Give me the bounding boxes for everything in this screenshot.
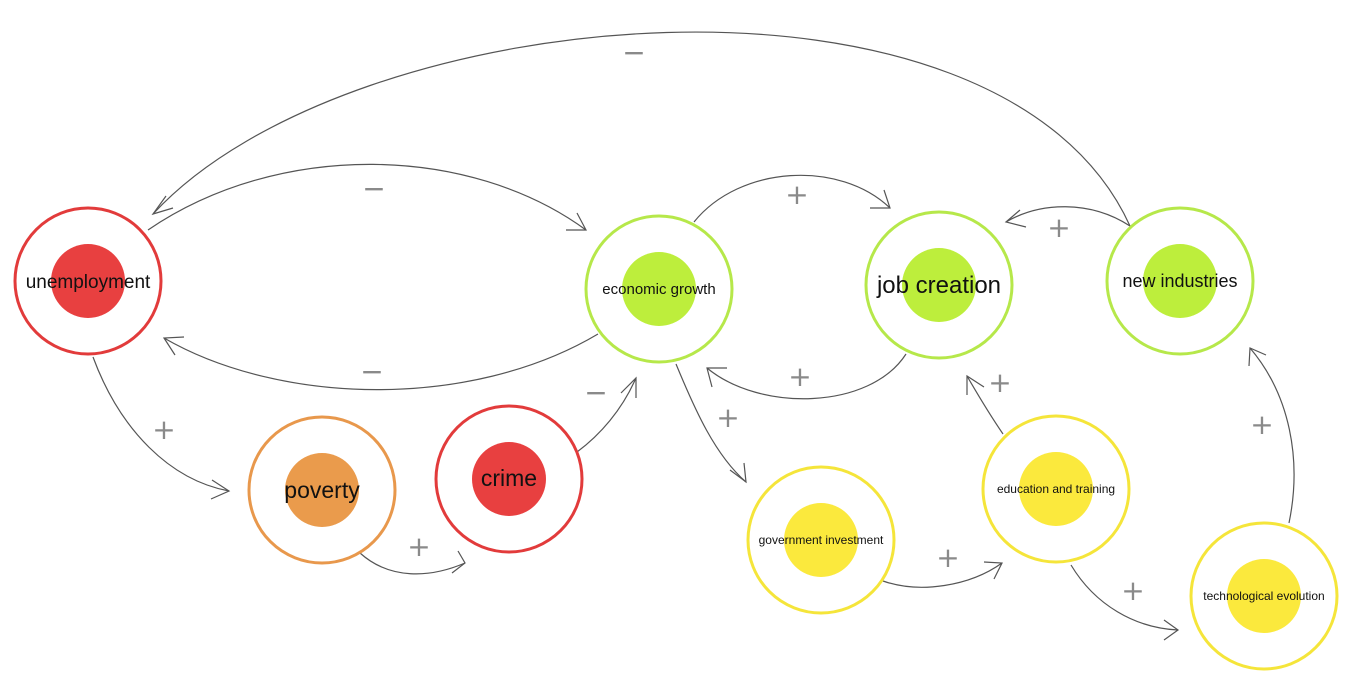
edge-crime-to-economic-growth[interactable]: − [576,376,637,453]
node-education-and-training[interactable]: education and training [981,414,1131,564]
node-core [1019,452,1093,526]
edge-polarity-sign: + [1047,211,1070,244]
edge-polarity-sign: + [785,178,808,211]
edge-economic-growth-to-government-investment[interactable]: + [675,363,747,484]
edge-polarity-sign: − [584,376,607,409]
node-core [784,503,858,577]
node-label: economic growth [602,281,715,298]
node-core [1227,559,1301,633]
edge-polarity-sign: − [362,172,385,205]
edge-new-industries-to-job-creation[interactable]: + [1004,206,1131,244]
edge-polarity-sign: + [716,401,739,434]
edges: − − − + + + [92,31,1295,641]
arrowhead [706,367,727,388]
node-label: job creation [876,272,1001,299]
edge-poverty-to-crime[interactable]: + [359,530,466,575]
edge-polarity-sign: + [152,413,175,446]
node-core [51,244,125,318]
arrowhead [870,189,891,209]
node-technological-evolution[interactable]: technological evolution [1189,521,1339,671]
node-label: technological evolution [1203,589,1324,603]
node-government-investment[interactable]: government investment [746,465,896,615]
edge-polarity-sign: + [407,530,430,563]
node-job-creation[interactable]: job creation [864,210,1014,360]
edge-government-investment-to-education[interactable]: + [882,541,1003,588]
edge-economic-growth-to-job-creation[interactable]: + [693,174,891,223]
edge-job-creation-to-economic-growth[interactable]: + [706,353,907,400]
edge-unemployment-to-poverty[interactable]: + [92,356,231,500]
node-core [472,442,546,516]
node-core [902,248,976,322]
edge-polarity-sign: − [622,36,645,69]
node-crime[interactable]: crime [434,404,584,554]
arrowhead [729,462,747,484]
node-economic-growth[interactable]: economic growth [584,214,734,364]
node-core [622,252,696,326]
edge-new-industries-to-unemployment[interactable]: − [151,31,1131,227]
arrowhead [566,212,587,231]
node-core [285,453,359,527]
node-poverty[interactable]: poverty [247,415,397,565]
node-label: new industries [1122,271,1237,291]
arrowhead [151,195,174,216]
node-label: unemployment [26,272,151,293]
arrowhead [966,374,985,395]
node-label: poverty [284,477,360,503]
node-new-industries[interactable]: new industries [1105,206,1255,356]
arrowhead [451,550,466,574]
node-label: government investment [759,533,884,547]
arrowhead [162,336,185,356]
edge-polarity-sign: − [360,355,383,388]
node-label: crime [481,465,537,491]
edge-polarity-sign: + [988,366,1011,399]
edge-polarity-sign: + [1250,408,1273,441]
edge-polarity-sign: + [936,541,959,574]
arrowhead [210,479,231,500]
arrowhead [1004,209,1027,228]
edge-economic-growth-to-unemployment[interactable]: − [162,333,599,391]
edge-technological-evolution-to-new-industries[interactable]: + [1248,347,1295,524]
edge-unemployment-to-economic-growth[interactable]: − [147,163,587,231]
arrowhead [1248,347,1267,367]
node-label: education and training [997,482,1115,496]
arrowhead [1163,619,1180,641]
node-unemployment[interactable]: unemployment [13,206,163,356]
edge-polarity-sign: + [788,360,811,393]
node-core [1143,244,1217,318]
arrowhead [983,561,1003,580]
edge-education-to-technological-evolution[interactable]: + [1070,564,1180,641]
edge-education-to-job-creation[interactable]: + [966,366,1012,435]
arrowhead [620,376,637,398]
edge-polarity-sign: + [1121,574,1144,607]
nodes: unemployment poverty crime economic grow… [13,206,1339,671]
